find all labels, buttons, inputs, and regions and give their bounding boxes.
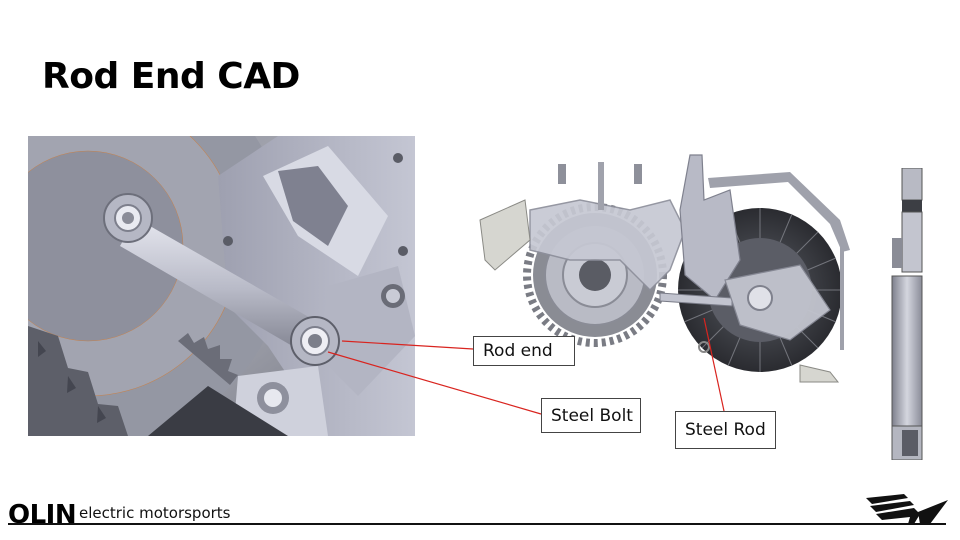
steel-rod-callout-label: Steel Rod bbox=[685, 420, 766, 440]
rod-end-callout-label: Rod end bbox=[483, 341, 553, 361]
steel-rod-callout: Steel Rod bbox=[675, 411, 776, 449]
steel-bolt-callout-label: Steel Bolt bbox=[551, 405, 633, 426]
rod-end-closeup-render bbox=[28, 136, 415, 436]
brand-olin: OLIN bbox=[8, 500, 77, 530]
slide-title: Rod End CAD bbox=[42, 56, 300, 97]
brand-subtitle: electric motorsports bbox=[79, 504, 231, 522]
footer-divider bbox=[8, 523, 946, 525]
wing-logo-icon bbox=[864, 490, 950, 526]
steel-bolt-callout: Steel Bolt bbox=[541, 398, 641, 433]
rod-end-callout: Rod end bbox=[473, 336, 575, 366]
side-view-render bbox=[888, 167, 928, 461]
